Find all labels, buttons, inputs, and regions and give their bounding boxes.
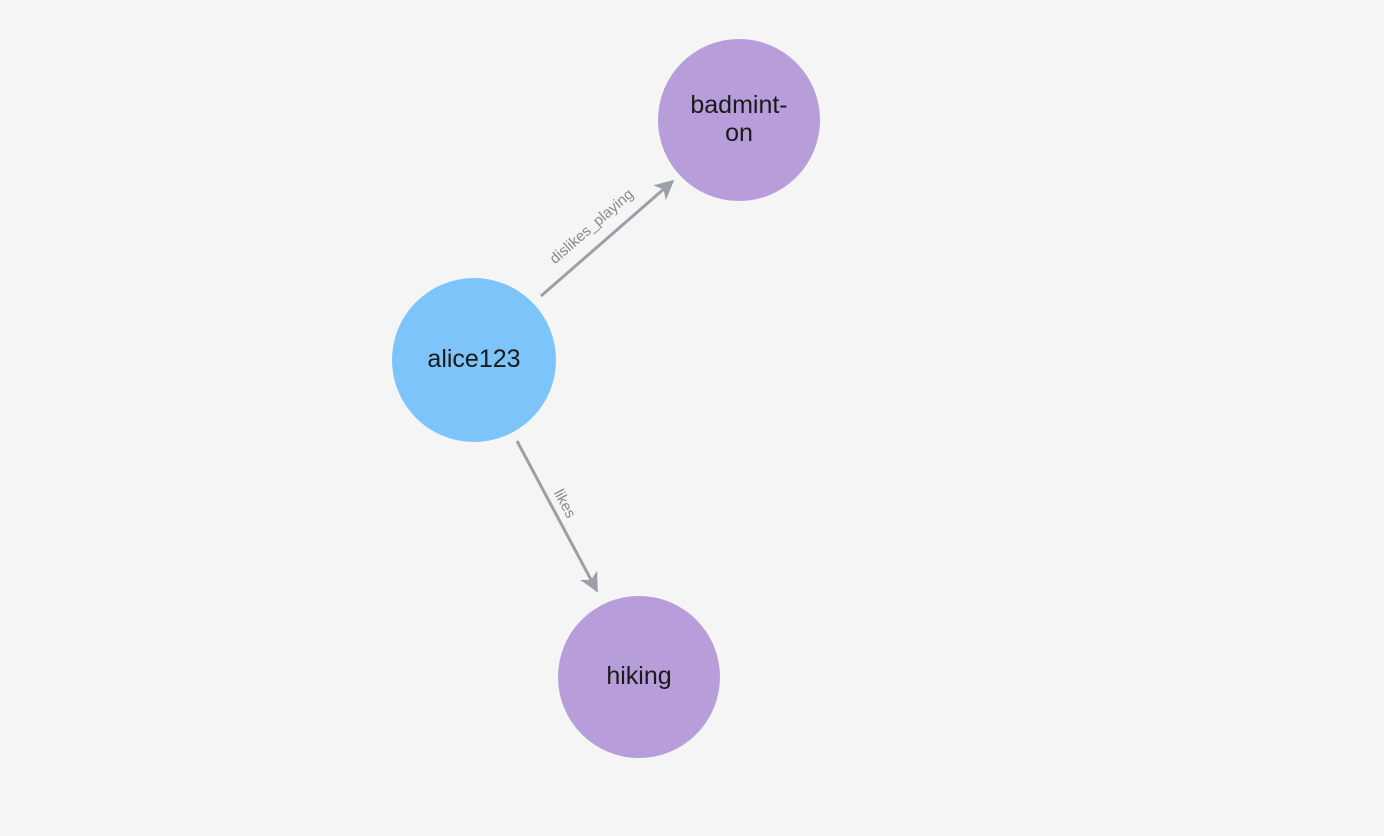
node-badminton[interactable]: badmint-on: [658, 39, 820, 201]
node-circle[interactable]: [658, 39, 820, 201]
edge-label: dislikes_playing: [546, 186, 636, 268]
node-circle[interactable]: [392, 278, 556, 442]
edge-alice123-hiking[interactable]: likes: [515, 440, 599, 593]
nodes-layer: alice123 badmint-on hiking: [392, 39, 820, 758]
node-circle[interactable]: [558, 596, 720, 758]
node-hiking[interactable]: hiking: [558, 596, 720, 758]
node-alice123[interactable]: alice123: [392, 278, 556, 442]
edge-alice123-badminton[interactable]: dislikes_playing: [540, 179, 675, 298]
edge-line[interactable]: [540, 179, 675, 298]
edge-label: likes: [550, 487, 579, 521]
edge-line[interactable]: [515, 440, 599, 593]
